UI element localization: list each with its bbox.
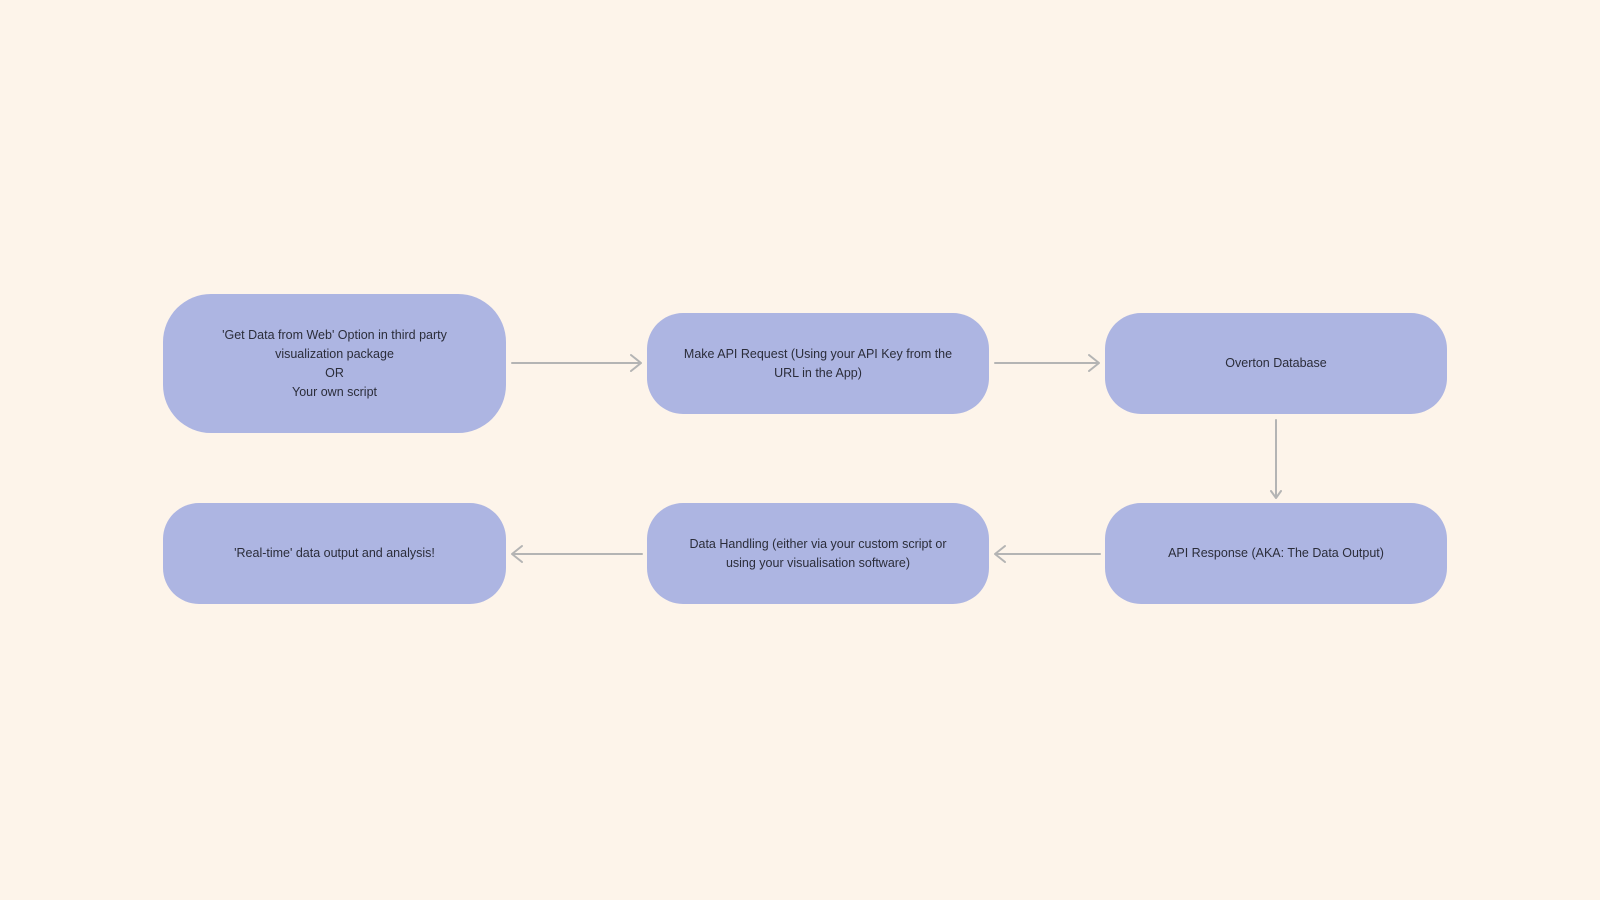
node-api-request: Make API Request (Using your API Key fro… [647,313,989,414]
node-text-line: 'Real-time' data output and analysis! [234,546,435,560]
node-text-line: Overton Database [1225,356,1327,370]
node-api-response: API Response (AKA: The Data Output) [1105,503,1447,604]
node-overton-database: Overton Database [1105,313,1447,414]
node-text-line: Make API Request (Using your API Key fro… [683,346,953,361]
node-text-line: Data Handling (either via your custom sc… [689,536,947,551]
arrow-response-to-handling [994,545,1101,563]
arrow-request-to-database [994,354,1100,372]
node-text-line: 'Get Data from Web' Option in third part… [222,327,447,342]
arrow-database-to-response [1270,419,1282,499]
node-text-line: OR [325,365,344,380]
node-text-line: using your visualisation software) [725,555,911,570]
node-data-source: 'Get Data from Web' Option in third part… [163,294,506,433]
node-text-line: API Response (AKA: The Data Output) [1168,546,1384,560]
node-text-line: URL in the App) [774,365,862,380]
node-text-line: visualization package [275,346,394,361]
arrow-handling-to-output [511,545,643,563]
node-text-line: Your own script [292,384,377,399]
node-data-handling: Data Handling (either via your custom sc… [647,503,989,604]
node-realtime-output: 'Real-time' data output and analysis! [163,503,506,604]
arrow-source-to-request [511,354,642,372]
